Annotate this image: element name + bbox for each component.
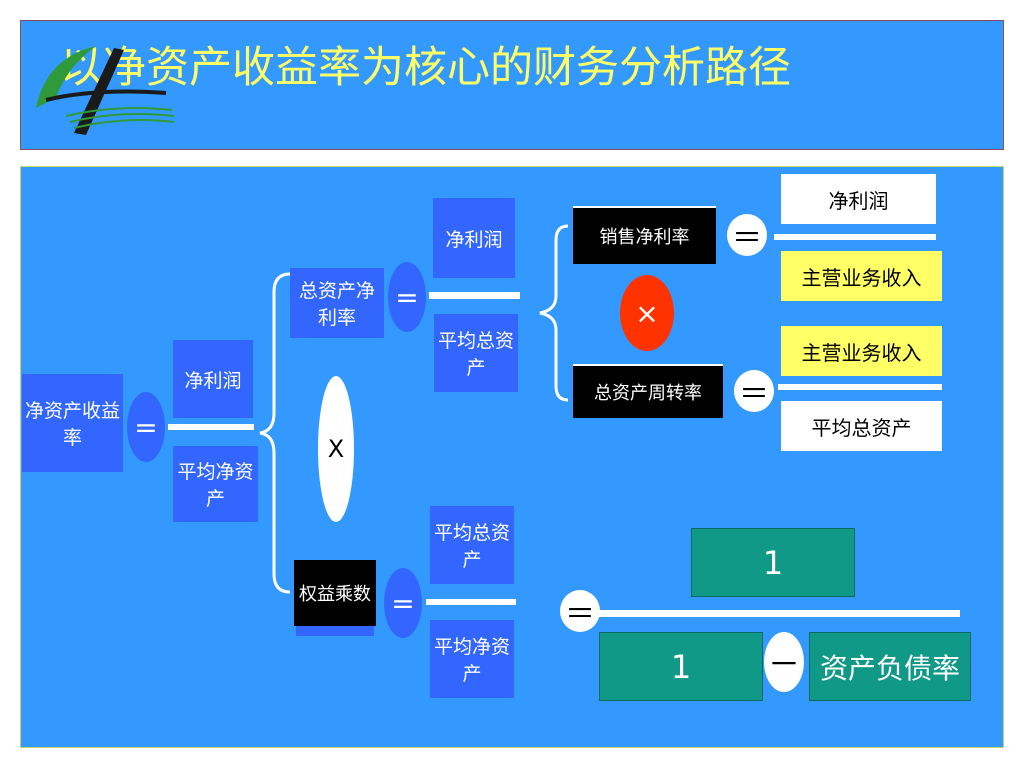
equity-multiplier-shadow: [296, 626, 374, 636]
equals-operator-5: ＝: [734, 370, 774, 412]
equals-operator-1: =: [127, 392, 165, 462]
minus-operator: －: [764, 632, 804, 692]
avg-total-assets-node-3: 平均总资产: [781, 401, 942, 451]
fraction-line-1: [168, 424, 254, 430]
fraction-line-6: [596, 610, 960, 617]
equals-operator-3: =: [384, 568, 422, 638]
one-numerator-node: 1: [691, 528, 855, 597]
page-title: 以净资产收益率为核心的财务分析路径: [60, 43, 791, 93]
multiply-operator-red: ×: [620, 275, 674, 351]
main-revenue-node-1: 主营业务收入: [781, 251, 942, 301]
avg-net-assets-node-2: 平均净资产: [430, 620, 514, 698]
brace-icon-1: [259, 272, 291, 594]
fraction-line-4: [774, 234, 936, 240]
fraction-line-5: [778, 384, 942, 390]
multiply-operator: X: [318, 376, 354, 522]
logo-icon: [36, 46, 175, 135]
equals-operator-4: ＝: [727, 214, 767, 256]
roa-node: 总资产净利率: [290, 268, 384, 338]
debt-ratio-node: 资产负债率: [809, 632, 971, 701]
avg-net-assets-node-1: 平均净资产: [173, 446, 258, 522]
fraction-line-2: [429, 292, 520, 299]
title-bar: [20, 20, 1004, 150]
avg-total-assets-node-2: 平均总资产: [430, 506, 514, 584]
equals-operator-2: =: [388, 262, 426, 332]
avg-total-assets-node-1: 平均总资产: [434, 314, 518, 392]
net-profit-margin-node: 销售净利率: [573, 206, 716, 264]
equity-multiplier-node: 权益乘数: [294, 560, 376, 626]
brace-icon-2: [539, 224, 569, 402]
main-revenue-node-2: 主营业务收入: [781, 326, 942, 376]
net-profit-node-2: 净利润: [433, 198, 515, 278]
one-denominator-node: 1: [599, 632, 763, 701]
roe-node: 净资产收益率: [22, 374, 123, 472]
net-profit-node-1: 净利润: [173, 340, 253, 418]
fraction-line-3: [426, 599, 516, 605]
equals-operator-6: ＝: [560, 590, 600, 632]
net-profit-node-3: 净利润: [781, 174, 936, 224]
asset-turnover-node: 总资产周转率: [573, 364, 723, 418]
